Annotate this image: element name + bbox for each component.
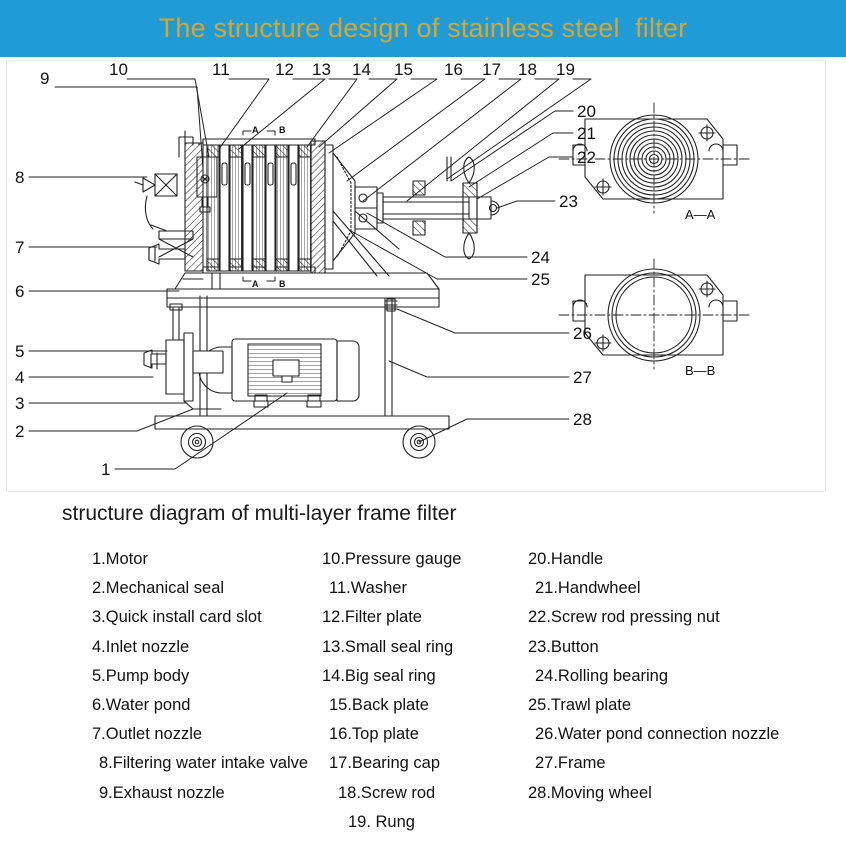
legend-item: 16.Top plate: [329, 725, 419, 744]
callout-14: 14: [352, 61, 371, 79]
legend-column-2: 10.Pressure gauge 11.Washer 12.Filter pl…: [322, 545, 532, 837]
section-mark-letters: A B A B: [252, 125, 286, 289]
parts-legend: 1.Motor 2.Mechanical seal 3.Quick instal…: [0, 545, 846, 855]
section-marks: [242, 130, 276, 282]
callout-21: 21: [577, 124, 596, 143]
legend-item: 6.Water pond: [92, 695, 191, 714]
legend-item: 9.Exhaust nozzle: [99, 783, 225, 802]
section-view-labels: A—A B—B: [685, 207, 716, 378]
filter-plates: [206, 144, 312, 272]
legend-item: 21.Handwheel: [535, 579, 641, 598]
legend-item: 23.Button: [528, 637, 599, 656]
legend-item: 10.Pressure gauge: [322, 550, 462, 568]
callout-20: 20: [577, 102, 596, 121]
legend-item: 27.Frame: [535, 754, 606, 773]
legend-item: 7.Outlet nozzle: [92, 725, 203, 744]
legend-item: 14.Big seal ring: [322, 666, 436, 685]
legend-item: 15.Back plate: [329, 695, 429, 714]
filter-plate-stack: [184, 138, 334, 274]
legend-item: 2.Mechanical seal: [92, 579, 225, 598]
callout-11: 11: [212, 61, 230, 79]
legend-item: 13.Small seal ring: [322, 637, 454, 656]
callout-16: 16: [444, 61, 463, 79]
callout-18: 18: [518, 61, 537, 79]
legend-item: 3.Quick install card slot: [92, 608, 262, 627]
callout-7: 7: [15, 238, 24, 257]
callout-4: 4: [15, 368, 24, 387]
legend-item: 28.Moving wheel: [528, 783, 652, 802]
callout-10: 10: [109, 61, 128, 79]
callout-28: 28: [573, 410, 592, 429]
trolley-frame: [154, 288, 450, 430]
legend-column-1: 1.Motor 2.Mechanical seal 3.Quick instal…: [92, 545, 327, 808]
callout-24: 24: [531, 248, 550, 267]
technical-drawing-panel: 9 10 11 12 13 14 15 16 17 18 19 20 21 22…: [6, 60, 826, 492]
section-mark-b-bottom: B: [279, 279, 286, 289]
callout-19: 19: [556, 61, 575, 79]
handwheel-assembly: [462, 156, 500, 260]
section-view-a: [558, 102, 750, 214]
button-knob: [490, 200, 500, 216]
legend-item: 20.Handle: [528, 550, 604, 568]
seal-rings: [206, 144, 312, 272]
callout-22: 22: [577, 148, 596, 167]
callout-12: 12: [275, 61, 294, 79]
legend-item: 12.Filter plate: [322, 608, 422, 627]
legend-item: 8.Filtering water intake valve: [99, 754, 309, 773]
pond-connection-nozzle: [384, 298, 398, 312]
callout-5: 5: [15, 342, 24, 361]
callout-23: 23: [559, 192, 578, 211]
callout-25: 25: [531, 270, 550, 289]
callout-27: 27: [573, 368, 592, 387]
callout-8: 8: [15, 168, 24, 187]
screw-rod: [382, 196, 470, 220]
callout-9: 9: [40, 69, 49, 88]
section-label-aa: A—A: [685, 207, 716, 222]
legend-column-3: 20.Handle 21.Handwheel 22.Screw rod pres…: [528, 545, 828, 808]
outlet-nozzle: [148, 224, 194, 265]
legend-item: 5.Pump body: [92, 666, 190, 685]
pump-assembly: [143, 303, 224, 410]
trawl-plate: [332, 152, 400, 277]
section-view-b: [558, 258, 750, 370]
legend-item: 18.Screw rod: [338, 783, 436, 802]
legend-item: 24.Rolling bearing: [535, 666, 669, 685]
callout-3: 3: [15, 394, 24, 413]
callout-1: 1: [101, 460, 110, 479]
exhaust-pipe: [178, 136, 200, 158]
callout-6: 6: [15, 282, 24, 301]
legend-item: 17.Bearing cap: [329, 754, 440, 773]
header-banner: The structure design of stainless steel …: [0, 0, 846, 57]
callout-15: 15: [394, 61, 413, 79]
filter-structure-drawing: 9 10 11 12 13 14 15 16 17 18 19 20 21 22…: [15, 61, 750, 479]
diagram-caption: structure diagram of multi-layer frame f…: [62, 502, 457, 525]
rung-blocks: [412, 180, 426, 236]
legend-item: 11.Washer: [329, 579, 407, 598]
callout-numbers: 9 10 11 12 13 14 15 16 17 18 19 20 21 22…: [15, 61, 596, 479]
section-mark-a-top: A: [252, 125, 259, 135]
section-mark-b-top: B: [279, 125, 286, 135]
legend-item: 26.Water pond connection nozzle: [535, 725, 780, 744]
callout-13: 13: [312, 61, 331, 79]
motor: [198, 338, 360, 408]
legend-item: 1.Motor: [92, 550, 148, 568]
pressure-gauge: [196, 156, 218, 213]
intake-valve: [134, 173, 178, 230]
page-title: The structure design of stainless steel …: [158, 13, 688, 43]
section-label-bb: B—B: [685, 363, 715, 378]
legend-item: 4.Inlet nozzle: [92, 637, 190, 656]
legend-item: 25.Trawl plate: [528, 695, 632, 714]
water-pond: [174, 272, 440, 290]
callout-26: 26: [573, 324, 592, 343]
moving-wheel-right: [402, 425, 436, 459]
section-mark-a-bottom: A: [252, 279, 259, 289]
legend-item: 19. Rung: [348, 812, 415, 831]
callout-2: 2: [15, 422, 24, 441]
moving-wheel-left: [180, 425, 214, 459]
callout-17: 17: [482, 61, 501, 79]
leader-lines: [28, 78, 592, 470]
legend-item: 22.Screw rod pressing nut: [528, 608, 720, 627]
